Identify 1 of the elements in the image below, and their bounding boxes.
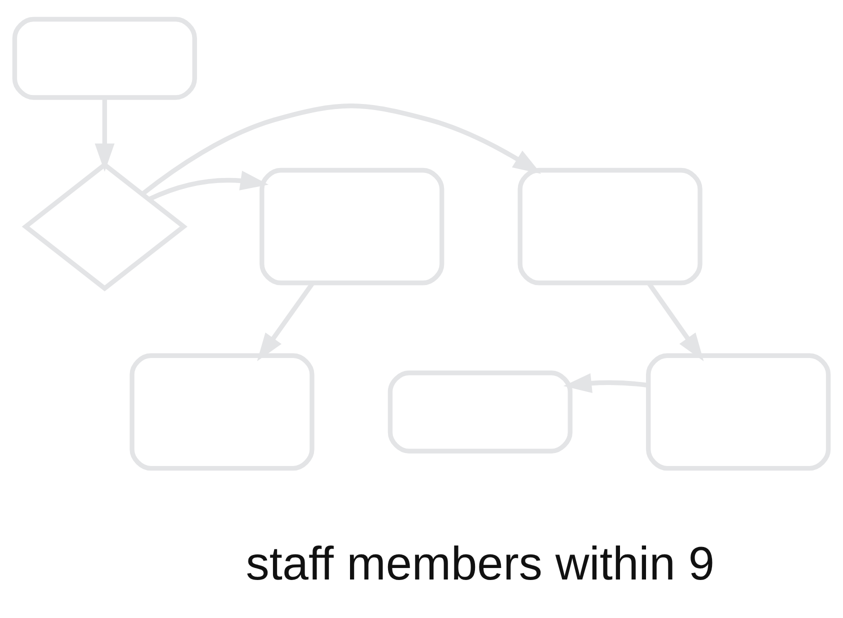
label: staff members within 9 [246, 536, 714, 589]
